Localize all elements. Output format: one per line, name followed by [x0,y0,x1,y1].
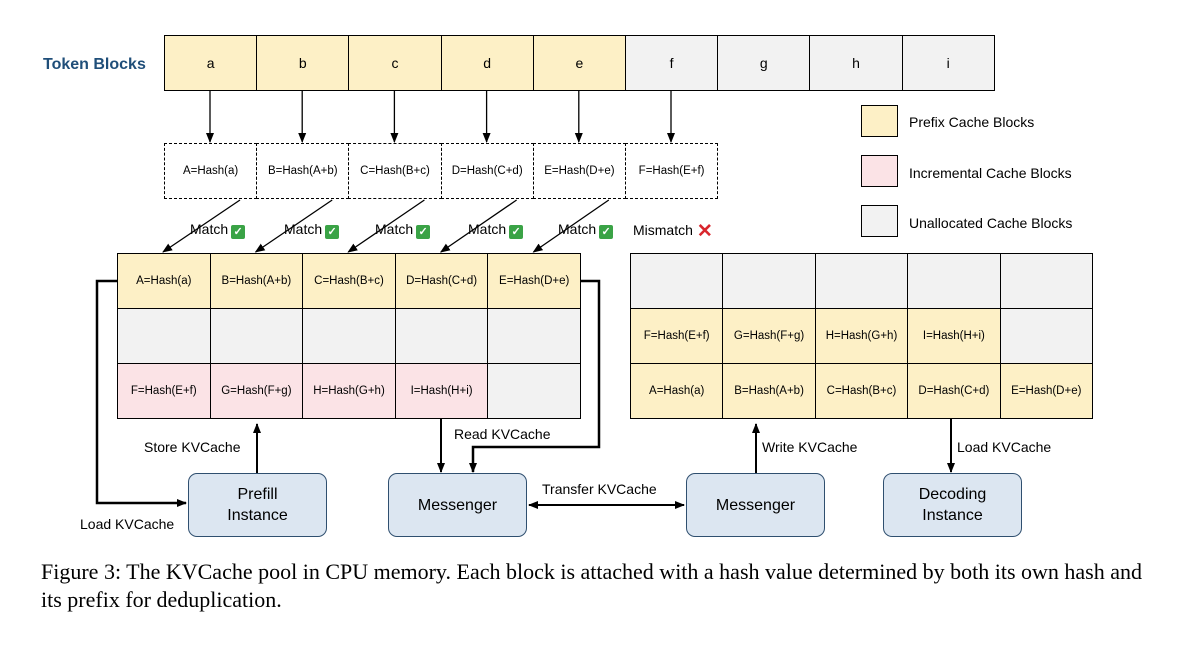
left-pool-cell: C=Hash(B+c) [302,253,396,309]
right-pool-cell [814,253,909,309]
right-pool-cell [907,253,1001,309]
legend-prefix-swatch [861,105,898,137]
right-pool-cell: B=Hash(A+b) [722,363,816,419]
token-block-e: e [532,35,626,91]
hash-to-pool-arrows [162,199,610,253]
decoding-instance-node: Decoding Instance [883,473,1022,537]
left-pool-cell: I=Hash(H+i) [394,363,489,419]
hash-to-pool-arrow [347,199,425,253]
read-arrow-2 [469,279,601,473]
read-kvcache-label: Read KVCache [454,426,551,442]
mismatch-label: Mismatch✕ [633,221,713,242]
match-label: Match✓ [558,221,614,239]
token-block-g: g [717,35,811,91]
left-pool-cell: B=Hash(A+b) [209,253,304,309]
token-block-f: f [625,35,719,91]
messenger-right-node: Messenger [686,473,825,537]
check-icon: ✓ [416,225,431,239]
right-pool-cell: E=Hash(D+e) [999,363,1093,419]
right-pool-cell: A=Hash(a) [630,363,724,419]
legend-prefix-label: Prefix Cache Blocks [909,114,1035,130]
check-icon: ✓ [599,225,614,239]
legend-incremental-label: Incremental Cache Blocks [909,165,1072,181]
left-pool-cell [487,363,581,419]
match-label: Match✓ [190,221,246,239]
legend-unallocated-swatch [861,205,898,237]
right-pool-cell: H=Hash(G+h) [814,308,909,364]
hash-to-pool-arrow [439,199,517,253]
token-block-i: i [901,35,995,91]
left-pool-cell: H=Hash(G+h) [302,363,396,419]
right-pool-cell [722,253,816,309]
check-icon: ✓ [325,225,340,239]
figure-caption: Figure 3: The KVCache pool in CPU memory… [41,559,1142,612]
token-block-c: c [348,35,442,91]
token-block-b: b [256,35,350,91]
check-icon: ✓ [509,225,524,239]
left-pool-cell [209,308,304,364]
hash-cell: F=Hash(E+f) [625,143,719,199]
token-to-hash-arrows [206,91,675,143]
left-pool-cell [117,308,211,364]
hash-to-pool-arrow [254,199,333,253]
legend-incremental-swatch [861,155,898,187]
decoding-instance-label: Decoding Instance [918,486,987,524]
hash-to-pool-arrow [162,199,241,253]
load-kvcache-right-label: Load KVCache [957,439,1052,455]
left-pool-cell: G=Hash(F+g) [209,363,304,419]
messenger-left-node: Messenger [388,473,527,537]
right-pool-cell [630,253,724,309]
right-pool-cell: D=Hash(C+d) [907,363,1001,419]
right-pool-cell: G=Hash(F+g) [722,308,816,364]
left-pool-cell: F=Hash(E+f) [117,363,211,419]
transfer-kvcache-label: Transfer KVCache [542,481,657,497]
load-left-arrow [95,279,187,507]
write-kvcache-label: Write KVCache [762,439,858,455]
prefill-instance-node: Prefill Instance [188,473,327,537]
load-kvcache-left-label: Load KVCache [80,516,175,532]
messenger-left-label: Messenger [417,496,498,514]
left-pool-cell: A=Hash(a) [117,253,211,309]
token-blocks-title: Token Blocks [43,56,146,73]
messenger-right-label: Messenger [715,496,796,514]
legend-unallocated-label: Unallocated Cache Blocks [909,215,1073,231]
token-block-d: d [440,35,534,91]
match-label: Match✓ [468,221,524,239]
cross-icon: ✕ [696,221,713,242]
store-kvcache-label: Store KVCache [144,439,241,455]
hash-to-pool-arrow [532,199,610,253]
right-pool-cell [999,308,1093,364]
match-label: Match✓ [375,221,431,239]
match-label: Match✓ [284,221,340,239]
prefill-instance-label: Prefill Instance [227,486,288,524]
right-pool-cell: F=Hash(E+f) [630,308,724,364]
check-icon: ✓ [231,225,246,239]
